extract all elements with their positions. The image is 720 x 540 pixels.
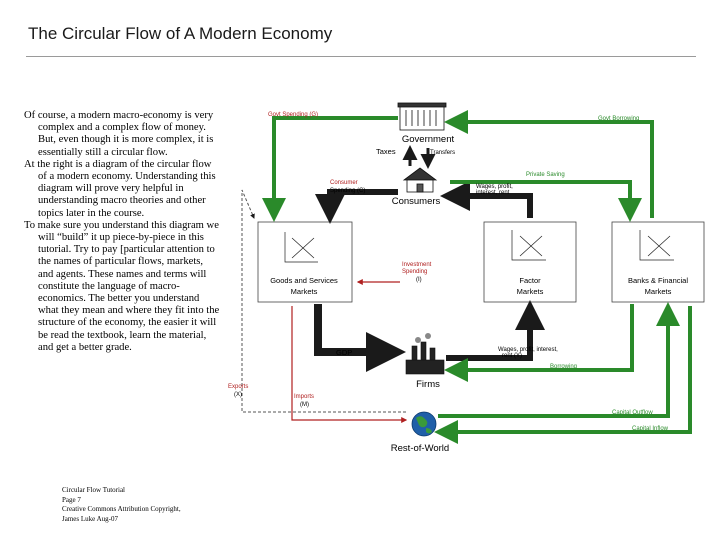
- factor-market: Factor Markets: [483, 221, 577, 303]
- rest-of-world-agent: Rest-of-World: [391, 411, 449, 454]
- transfers-label: Transfers: [430, 150, 455, 156]
- factor-income-flow: [440, 181, 533, 218]
- agent-label: Firms: [416, 379, 440, 390]
- footer-line: Page 7: [62, 495, 81, 504]
- borrowing-flow: [444, 304, 634, 382]
- banks-financial-market: Banks & Financial Markets: [611, 221, 705, 303]
- dark-flows: [314, 145, 545, 372]
- page-title: The Circular Flow of A Modern Economy: [28, 24, 333, 43]
- footer-line: Circular Flow Tutorial: [62, 486, 126, 494]
- capital-inflow-flow: [434, 306, 692, 444]
- body-text: Of course, a modern macro-economy is ver…: [24, 110, 220, 354]
- gdp-flow: [314, 304, 406, 372]
- market-label: Goods and Services: [270, 276, 338, 285]
- capital-outflow-flow: [438, 302, 680, 418]
- capital-outflow-label: Capital Outflow: [612, 410, 653, 416]
- consumer-spending-flow: [315, 189, 398, 224]
- body-paragraph-2: At the right is a diagram of the circula…: [24, 158, 216, 219]
- agent-label: Rest-of-World: [391, 443, 449, 454]
- consumer-spending-label: Consumer: [330, 180, 358, 186]
- green-flows: [262, 110, 692, 444]
- supply-demand-icon: [639, 230, 674, 261]
- private-saving-flow: [450, 180, 642, 222]
- globe-icon: [411, 411, 437, 437]
- market-label: Markets: [517, 287, 544, 296]
- taxes-label: Taxes: [376, 147, 396, 156]
- title-divider: [26, 56, 696, 57]
- factor-income-label: interest, rent: [476, 190, 510, 196]
- supply-demand-icon: [284, 232, 318, 263]
- govt-borrowing-label: Govt Borrowing: [598, 116, 639, 122]
- factory-icon: [405, 333, 445, 375]
- borrowing-label: Borrowing: [550, 364, 577, 370]
- factor-payments-label: rent (Y): [502, 353, 522, 359]
- footer-line: James Luke Aug-07: [62, 514, 118, 523]
- firms-agent: Firms: [405, 333, 445, 390]
- government-agent: Government: [397, 102, 455, 145]
- market-label: Factor: [519, 276, 541, 285]
- footer-credits: Circular Flow Tutorial Page 7 Creative C…: [62, 486, 181, 524]
- factor-payments-label: Wages, profit, interest,: [498, 347, 558, 353]
- capital-inflow-label: Capital Inflow: [632, 426, 669, 432]
- consumer-spending-label: Spending (C): [330, 188, 365, 194]
- imports-label: (M): [300, 402, 309, 408]
- thin-flows: [241, 189, 408, 423]
- govt-spending-flow: [262, 116, 398, 222]
- market-label: Markets: [291, 287, 318, 296]
- imports-label: Imports: [294, 394, 314, 400]
- govt-spending-label: Govt Spending (G): [268, 112, 318, 118]
- footer-line: Creative Commons Attribution Copyright,: [62, 505, 181, 514]
- investment-spending-label: Investment: [402, 262, 432, 268]
- house-icon: [402, 167, 438, 193]
- factor-payments-flow: [446, 300, 545, 361]
- factor-income-label: Wages, profit,: [476, 184, 513, 190]
- exports-label: (X): [234, 392, 242, 398]
- government-building-icon: [397, 102, 447, 131]
- agent-label: Government: [402, 134, 455, 145]
- exports-flow: [241, 189, 406, 413]
- market-box: [257, 221, 353, 303]
- gdp-label: GDP: [336, 348, 352, 357]
- investment-spending-label: Spending: [402, 269, 427, 275]
- govt-borrowing-flow: [444, 110, 654, 218]
- consumers-agent: Consumers: [392, 167, 441, 207]
- goods-services-market: Goods and Services Markets: [257, 221, 353, 303]
- market-label: Markets: [645, 287, 672, 296]
- agent-label: Consumers: [392, 196, 441, 207]
- investment-spending-label: (I): [416, 277, 422, 283]
- exports-label: Exports: [228, 384, 248, 390]
- imports-flow: [291, 306, 408, 423]
- supply-demand-icon: [511, 230, 546, 261]
- body-paragraph-1: Of course, a modern macro-economy is ver…: [24, 110, 214, 158]
- market-label: Banks & Financial: [628, 276, 688, 285]
- private-saving-label: Private Saving: [526, 172, 565, 178]
- body-paragraph-3: To make sure you understand this diagram…: [24, 219, 220, 353]
